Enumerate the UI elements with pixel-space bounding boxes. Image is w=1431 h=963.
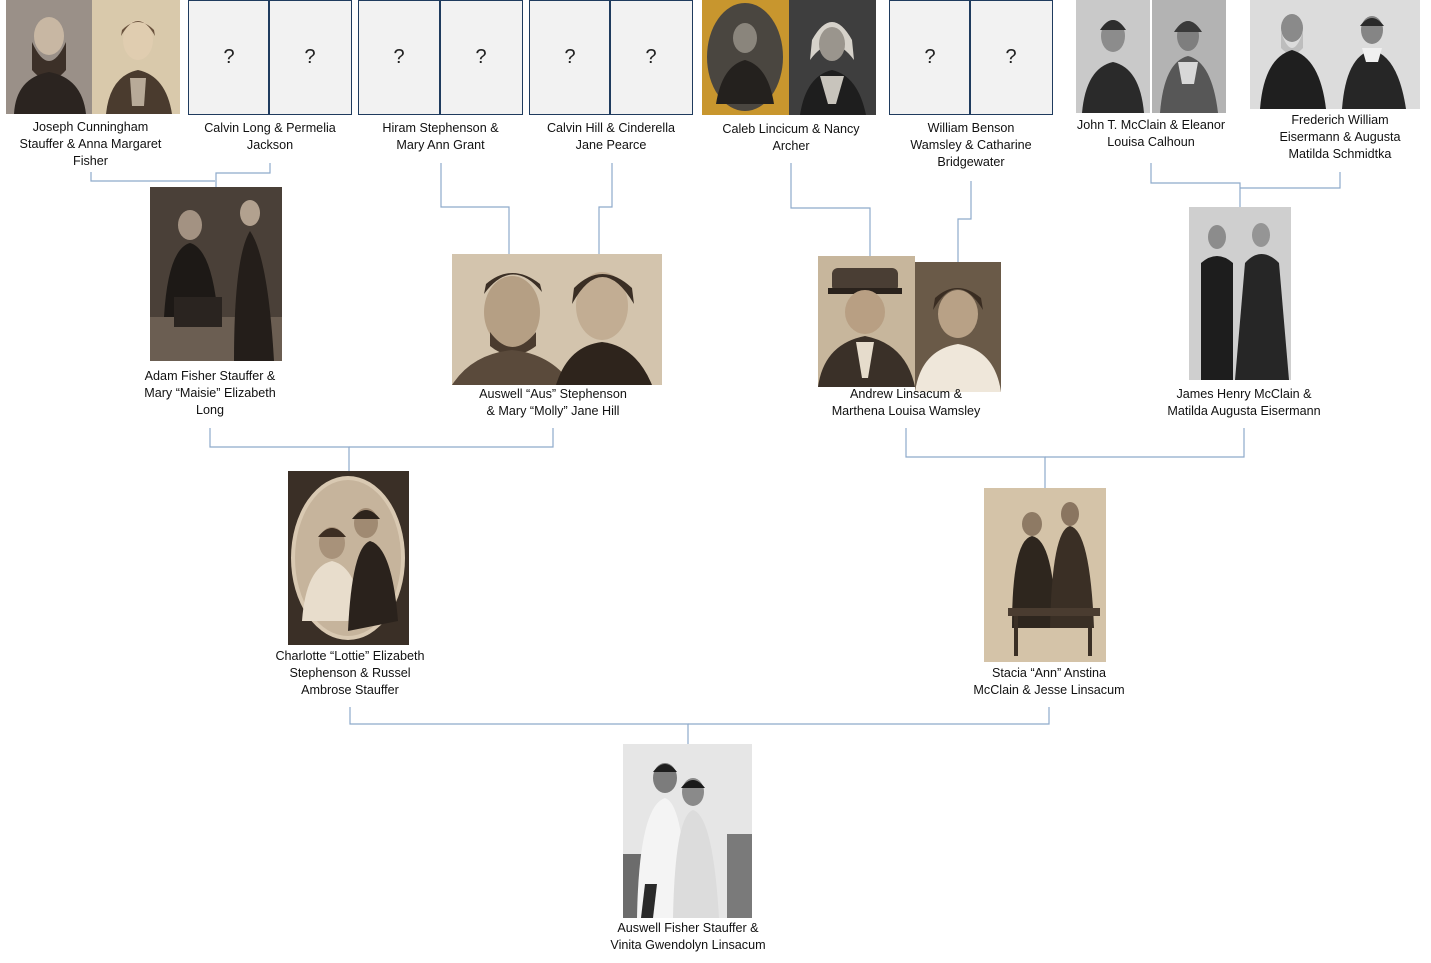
connector-c4-c10 bbox=[598, 163, 613, 254]
divider bbox=[439, 1, 441, 114]
connector-c2-c9 bbox=[215, 163, 271, 187]
unknown-mark-right: ? bbox=[475, 46, 487, 68]
unknown-mark-left: ? bbox=[223, 46, 235, 68]
couple-label-c8: Frederich William Eisermann & Augusta Ma… bbox=[1279, 113, 1401, 161]
couple-photo-c7 bbox=[1076, 0, 1226, 113]
unknown-photo-box-c6: ? ? bbox=[889, 0, 1053, 115]
couple-label-c14: Stacia “Ann” Anstina McClain & Jesse Lin… bbox=[973, 666, 1125, 697]
connector-c8-c12 bbox=[1240, 172, 1341, 189]
couple-photo-c1 bbox=[6, 0, 180, 114]
connector-c13-c15 bbox=[349, 707, 689, 744]
couple-photo-c5 bbox=[702, 0, 876, 115]
divider bbox=[609, 1, 611, 114]
connector-c7-c12 bbox=[1150, 163, 1241, 207]
connector-c1-c9 bbox=[90, 172, 215, 182]
divider bbox=[268, 1, 270, 114]
unknown-photo-box-c2: ? ? bbox=[188, 0, 352, 115]
couple-label-c13: Charlotte “Lottie” Elizabeth Stephenson … bbox=[275, 649, 425, 697]
connector-c6-c11 bbox=[957, 181, 972, 262]
couple-photo-c13 bbox=[288, 471, 409, 645]
connector-c5-c11 bbox=[790, 163, 871, 256]
unknown-photo-box-c4: ? ? bbox=[529, 0, 693, 115]
couple-photo-c8 bbox=[1250, 0, 1420, 109]
couple-label-c11: Andrew Linsacum & Marthena Louisa Wamsle… bbox=[831, 387, 981, 418]
unknown-mark-left: ? bbox=[924, 46, 936, 68]
couple-label-c2: Calvin Long & Permelia Jackson bbox=[204, 121, 336, 152]
unknown-mark-right: ? bbox=[304, 46, 316, 68]
connector-c3-c10 bbox=[440, 163, 510, 254]
unknown-mark-right: ? bbox=[645, 46, 657, 68]
couple-photo-c10 bbox=[452, 254, 662, 385]
connector-c10-c13 bbox=[349, 428, 554, 448]
unknown-photo-box-c3: ? ? bbox=[358, 0, 523, 115]
couple-photo-c14 bbox=[984, 488, 1106, 662]
couple-label-c1: Joseph Cunningham Stauffer & Anna Margar… bbox=[19, 120, 162, 168]
divider bbox=[969, 1, 971, 114]
couple-label-c10: Auswell “Aus” Stephenson & Mary “Molly” … bbox=[479, 387, 627, 418]
couple-label-c7: John T. McClain & Eleanor Louisa Calhoun bbox=[1076, 118, 1226, 149]
couple-label-c6: William Benson Wamsley & Catharine Bridg… bbox=[910, 121, 1032, 169]
couple-label-c15: Auswell Fisher Stauffer & Vinita Gwendol… bbox=[610, 921, 766, 952]
couple-label-c12: James Henry McClain & Matilda Augusta Ei… bbox=[1167, 387, 1321, 418]
unknown-mark-left: ? bbox=[564, 46, 576, 68]
couple-label-c9: Adam Fisher Stauffer & Mary “Maisie” Eli… bbox=[144, 369, 276, 417]
connector-c12-c14 bbox=[1045, 428, 1245, 458]
couple-photo-c12 bbox=[1189, 207, 1291, 380]
couple-photo-c15 bbox=[623, 744, 752, 918]
connector-c11-c14 bbox=[905, 428, 1046, 488]
couple-photo-c9 bbox=[150, 187, 282, 361]
connector-c14-c15 bbox=[688, 707, 1050, 725]
unknown-mark-left: ? bbox=[393, 46, 405, 68]
couple-photo-c11-wife bbox=[915, 262, 1001, 392]
couple-label-c4: Calvin Hill & Cinderella Jane Pearce bbox=[546, 121, 676, 152]
couple-label-c3: Hiram Stephenson & Mary Ann Grant bbox=[382, 121, 499, 152]
couple-label-c5: Caleb Lincicum & Nancy Archer bbox=[722, 122, 860, 153]
unknown-mark-right: ? bbox=[1005, 46, 1017, 68]
connector-c9-c13 bbox=[209, 428, 350, 471]
couple-photo-c11-husband bbox=[818, 256, 915, 387]
